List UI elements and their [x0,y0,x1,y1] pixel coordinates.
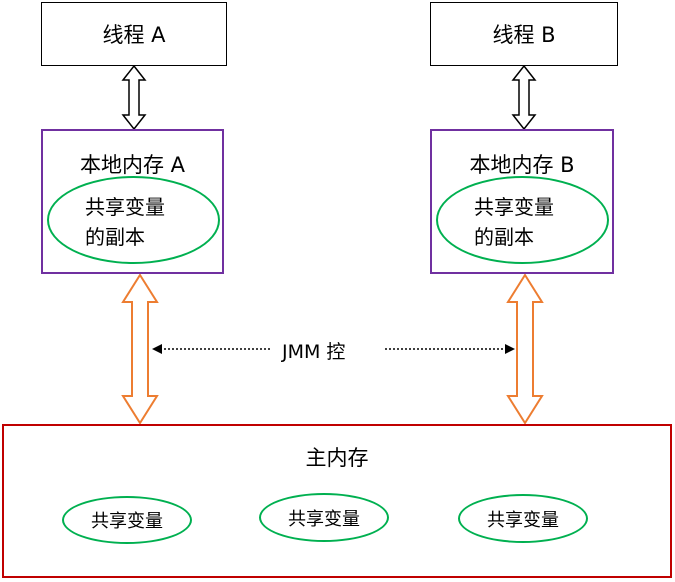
thread-b-box: 线程 B [430,2,618,66]
shared-variable-ellipse-3: 共享变量 [458,494,588,543]
shared-variable-ellipse-2: 共享变量 [259,493,389,542]
local-memory-b-title: 本地内存 B [469,153,575,177]
main-memory-title: 主内存 [305,446,369,470]
local-memory-b-copy-text: 共享变量 的副本 [474,192,554,252]
shared-variable-label-3: 共享变量 [487,509,559,531]
local-memory-a-copy-line2: 的副本 [85,225,145,249]
local-memory-b-copy-line1: 共享变量 [474,195,554,219]
local-memory-a-copy-ellipse: 共享变量 的副本 [47,176,220,264]
local-memory-b-copy-ellipse: 共享变量 的副本 [436,176,609,264]
local-a-main-double-arrow [121,273,159,425]
local-memory-a-copy-text: 共享变量 的副本 [85,192,165,252]
jmm-arrowhead-left [152,344,162,354]
shared-variable-label-1: 共享变量 [91,511,163,532]
local-memory-b-copy-line2: 的副本 [474,225,534,249]
jmm-arrowhead-right [505,344,515,354]
local-memory-a-title: 本地内存 A [79,153,186,177]
main-memory-box: 主内存 共享变量 共享变量 共享变量 [2,424,672,578]
local-b-main-double-arrow [506,273,544,425]
shared-variable-label-2: 共享变量 [288,508,360,530]
thread-b-local-b-double-arrow [511,64,537,131]
thread-a-label: 线程 A [102,23,166,47]
local-memory-b-box: 本地内存 B 共享变量 的副本 [430,129,614,274]
jmm-control-label: JMM 控 [282,341,346,363]
local-memory-a-box: 本地内存 A 共享变量 的副本 [41,129,224,274]
thread-a-local-a-double-arrow [121,64,147,131]
thread-a-box: 线程 A [41,2,227,66]
local-memory-a-copy-line1: 共享变量 [85,195,165,219]
thread-b-label: 线程 B [492,23,556,47]
shared-variable-ellipse-1: 共享变量 [62,496,192,544]
